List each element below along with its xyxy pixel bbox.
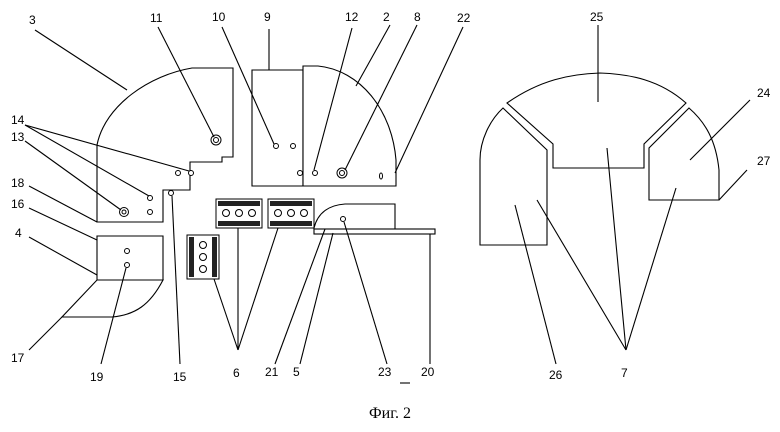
hole-3b xyxy=(148,210,153,215)
panel-3 xyxy=(97,68,233,222)
hole-19b xyxy=(125,263,130,268)
label-13: 13 xyxy=(11,130,25,144)
hole-12b xyxy=(313,171,318,176)
bracket-16 xyxy=(97,236,163,280)
hole-19a xyxy=(125,249,130,254)
hole-11-inner xyxy=(214,138,219,143)
label-22: 22 xyxy=(457,11,471,25)
label-5: 5 xyxy=(293,365,300,379)
hole-14a xyxy=(176,171,181,176)
panel-2 xyxy=(303,66,396,186)
label-17: 17 xyxy=(11,351,25,365)
label-20: 20 xyxy=(421,365,435,379)
hole-10b xyxy=(291,144,296,149)
label-4: 4 xyxy=(15,226,22,240)
label-25: 25 xyxy=(590,10,604,24)
hole-12a xyxy=(298,171,303,176)
label-6: 6 xyxy=(233,366,240,380)
hole-15 xyxy=(169,191,174,196)
figure-caption: Фиг. 2 xyxy=(0,405,780,423)
label-26: 26 xyxy=(549,368,563,382)
label-15: 15 xyxy=(173,370,187,384)
label-24: 24 xyxy=(757,86,771,100)
hole-8-inner xyxy=(340,171,345,176)
strip-20 xyxy=(314,229,435,234)
label-2: 2 xyxy=(383,10,390,24)
label-11: 11 xyxy=(150,11,163,25)
hole-10 xyxy=(274,144,279,149)
label-8: 8 xyxy=(414,10,421,24)
block-21 xyxy=(314,204,395,229)
label-3: 3 xyxy=(29,13,36,27)
label-9: 9 xyxy=(264,10,271,24)
label-14: 14 xyxy=(11,113,25,127)
hole-13-inner xyxy=(122,210,126,214)
label-19: 19 xyxy=(90,370,104,384)
label-7: 7 xyxy=(621,366,628,380)
label-27: 27 xyxy=(757,154,771,168)
connector-6a xyxy=(216,199,262,228)
hole-22 xyxy=(380,173,383,179)
panel-9 xyxy=(252,70,303,186)
label-21: 21 xyxy=(265,365,279,379)
hole-14b xyxy=(189,171,194,176)
connector-6b xyxy=(268,199,314,228)
label-23: 23 xyxy=(378,365,392,379)
label-18: 18 xyxy=(11,176,25,190)
bracket-17 xyxy=(62,280,163,317)
connector-6c xyxy=(187,235,219,279)
label-16: 16 xyxy=(11,197,25,211)
hole-23 xyxy=(341,217,346,222)
label-12: 12 xyxy=(345,10,359,24)
label-10: 10 xyxy=(212,10,226,24)
hole-14c xyxy=(148,196,153,201)
